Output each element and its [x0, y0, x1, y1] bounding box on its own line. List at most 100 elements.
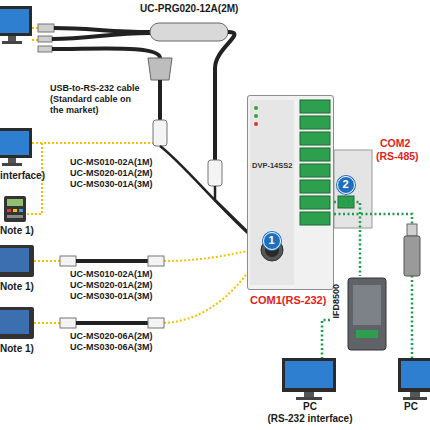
- plc-body: [247, 95, 334, 290]
- status-led: [254, 114, 258, 118]
- monitor-base: [2, 41, 22, 44]
- programming-cable: [38, 23, 262, 246]
- minidin-plug: [208, 160, 222, 186]
- plc-unit: DVP-14SS2 1: [247, 95, 334, 290]
- touch-panel-hmi: [0, 307, 34, 339]
- hmi-body: [4, 196, 26, 222]
- node-text: 2: [338, 177, 353, 192]
- hmi-key: [7, 215, 23, 218]
- pc-station: PC(RS-232 interface): [255, 358, 365, 428]
- module-housing: [334, 150, 372, 228]
- cable-model: UC-MS010-02A(1M): [70, 158, 153, 168]
- monitor-screen: [285, 361, 333, 388]
- plc-front-panel: [250, 100, 294, 285]
- cable-note: (Standard cable on: [50, 95, 131, 105]
- terminal-block: [300, 116, 330, 129]
- ifd8500-device: [348, 278, 386, 350]
- rs485-link: [322, 320, 330, 358]
- callout-number: 1: [263, 232, 281, 250]
- monitor-stand: [410, 392, 420, 397]
- node-text: 1: [264, 233, 279, 248]
- interface-note: interface): [0, 170, 45, 181]
- converter-body: [404, 236, 420, 276]
- cable-note: USB-to-RS-232 cable: [50, 84, 140, 94]
- hmi-key: [19, 209, 23, 212]
- cable-model: UC-MS030-06A(3M): [70, 343, 153, 353]
- pc-monitor: [398, 358, 430, 400]
- cable-model: UC-MS030-01A(3M): [70, 292, 153, 302]
- monitor-base: [403, 397, 427, 400]
- hmi-key: [13, 209, 17, 212]
- pc-monitor: [0, 6, 32, 44]
- device-face: [353, 285, 381, 325]
- converter-box: [150, 23, 228, 41]
- dotted-link: [32, 142, 153, 144]
- dotted-link: [32, 39, 38, 41]
- terminal-block: [300, 164, 330, 177]
- hmi-display: [7, 199, 23, 206]
- pc-station: PC: [392, 358, 430, 418]
- monitor-stand: [304, 392, 314, 397]
- dotted-link: [34, 260, 60, 262]
- cable-model: UC-MS020-06A(2M): [70, 332, 153, 342]
- uc-ms-cable: [60, 318, 164, 328]
- terminal-block: [300, 132, 330, 145]
- note-reference: Note 1): [0, 281, 34, 292]
- terminal-block: [300, 196, 330, 209]
- hmi-display: [0, 310, 29, 334]
- cable-wire: [52, 33, 150, 39]
- hmi-display: [0, 248, 29, 272]
- cable-model: UC-MS020-01A(2M): [70, 169, 153, 179]
- cable-wire: [52, 48, 160, 58]
- pc-monitor: [0, 128, 32, 166]
- monitor-frame: [0, 6, 32, 36]
- db9-plug: [38, 24, 54, 32]
- rs485-link: [334, 214, 412, 358]
- cable-plug: [60, 318, 76, 328]
- db9-plug: [153, 120, 167, 146]
- node-text: (RS-232 interface): [255, 413, 365, 424]
- rs232-link: [26, 28, 262, 323]
- monitor-frame: [0, 128, 32, 158]
- monitor-screen: [0, 131, 29, 155]
- terminal-block: [300, 100, 330, 113]
- terminal-block: [300, 212, 330, 225]
- terminal-block: [300, 180, 330, 193]
- uc-ms-cable: [60, 256, 164, 266]
- node-text: DVP-14SS2: [252, 162, 330, 170]
- monitor-screen: [0, 9, 29, 33]
- port-label: COM2: [380, 138, 410, 150]
- node-text: PC: [255, 401, 365, 412]
- text-panel-hmi: [4, 196, 26, 222]
- node-text: PC: [392, 401, 430, 412]
- monitor-stand: [8, 158, 16, 163]
- usb-plug: [38, 46, 52, 52]
- com2-module: [334, 150, 372, 228]
- converter-unit: IFD8500: [330, 276, 388, 352]
- cable-model: UC-MS020-01A(2M): [70, 281, 153, 291]
- callout-number: 2: [337, 176, 355, 194]
- node-text: IFD8500: [332, 284, 342, 319]
- status-led: [254, 122, 258, 126]
- monitor-frame: [282, 358, 336, 392]
- cable-model: UC-PRG020-12A(2M): [140, 3, 238, 14]
- device-terminal: [356, 330, 378, 338]
- monitor-screen: [401, 361, 430, 388]
- status-led: [254, 106, 258, 110]
- dotted-link: [34, 322, 60, 324]
- touch-panel-hmi: [0, 245, 34, 277]
- monitor-base: [2, 163, 22, 166]
- cable-plug: [60, 256, 76, 266]
- cable-wire: [76, 259, 148, 263]
- rs485-terminal: [338, 196, 354, 208]
- plc-housing: [247, 95, 334, 290]
- device-housing: [348, 278, 386, 350]
- cable-plug: [148, 318, 164, 328]
- cable-wire: [76, 321, 148, 325]
- hmi-key: [7, 209, 11, 212]
- rs485-converter: [404, 224, 420, 276]
